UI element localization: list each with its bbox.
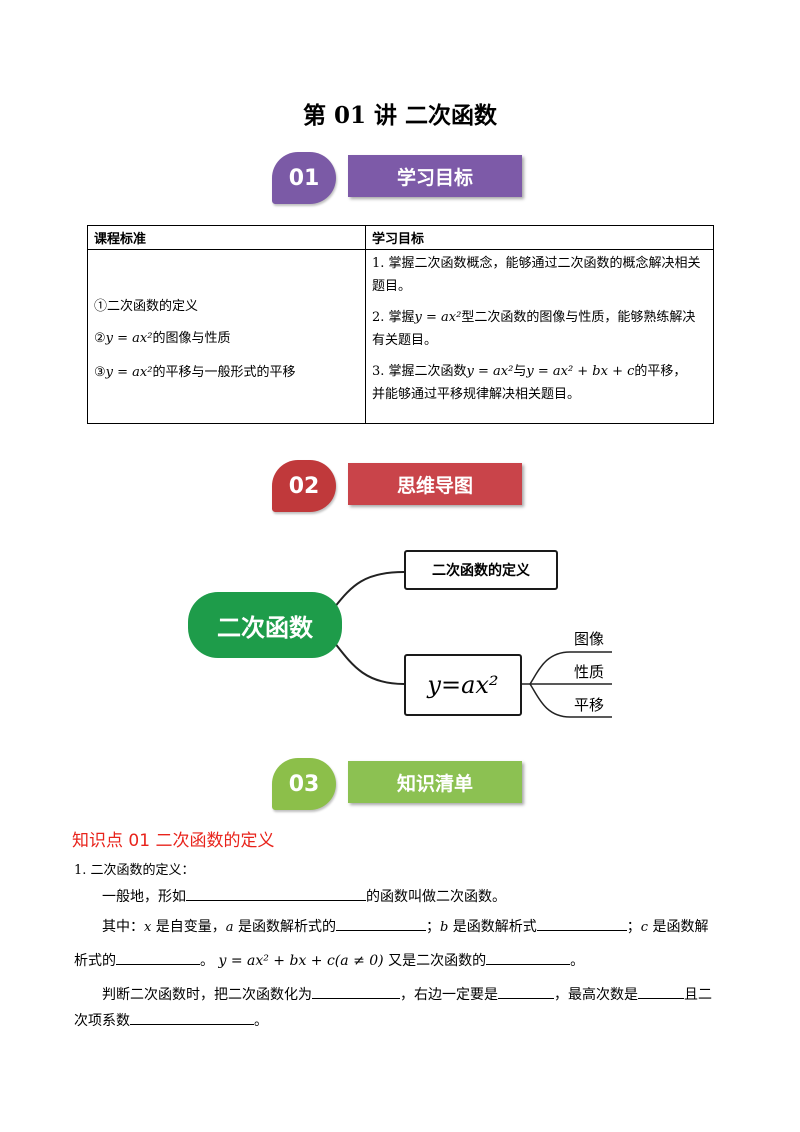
section-number: 03	[272, 758, 336, 810]
mindmap-branch-ax2: y=ax²	[404, 654, 522, 716]
knowledge-heading: 知识点 01 二次函数的定义	[72, 831, 275, 851]
table-row: ①二次函数的定义 ②y = ax²的图像与性质 ③y = ax²的平移与一般形式…	[87, 249, 714, 424]
section-label: 学习目标	[348, 155, 522, 197]
p2-sep-2: ；	[626, 919, 641, 935]
goal-3-and: 与	[513, 364, 527, 379]
paragraph-3: 析式的 。 y = ax² + bx + c(a ≠ 0) 又是二次函数的 。	[74, 950, 584, 972]
p2-text-4: 是函数解	[652, 919, 709, 935]
equation-general-condition: y = ax² + bx + c(a ≠ 0)	[218, 953, 384, 969]
mindmap-center: 二次函数	[188, 592, 342, 658]
standard-item-3-index: ③	[94, 364, 106, 380]
equation-ax2: y = ax²	[466, 364, 514, 379]
p2-lead: 其中：	[102, 919, 144, 935]
standard-item-2-text: 的图像与性质	[152, 330, 231, 346]
equation-ax2: y = ax²	[105, 364, 153, 380]
col-header-goals: 学习目标	[365, 225, 714, 250]
fill-blank	[486, 950, 571, 965]
paragraph-5: 次项系数 。	[74, 1010, 268, 1032]
p2-text-1: 是自变量，	[155, 919, 226, 935]
fill-blank	[186, 886, 366, 901]
section-header-goals: 01 学习目标	[270, 150, 530, 206]
goal-2: 2. 掌握y = ax²型二次函数的图像与性质，能够熟练解决有关题目。	[372, 306, 707, 352]
page-title: 第 01 讲 二次函数	[302, 102, 498, 129]
mindmap-leaf-property: 性质	[574, 663, 605, 681]
var-a: a	[225, 920, 234, 935]
fill-blank	[638, 984, 684, 999]
p2-text-2: 是函数解析式的	[238, 919, 337, 935]
standard-item-1: ①二次函数的定义	[94, 298, 199, 314]
col-header-standard: 课程标准	[87, 225, 366, 250]
var-b: b	[440, 920, 449, 935]
p4-text-1: ，右边一定要是	[400, 987, 498, 1003]
p4-lead: 判断二次函数时，把二次函数化为	[102, 987, 312, 1003]
equation-general: y = ax² + bx + c	[526, 364, 635, 379]
p3-end: 。	[570, 953, 585, 969]
goal-2-lead: 2. 掌握	[372, 310, 415, 325]
p3-period: 。	[200, 953, 214, 969]
goals-cell: 1. 掌握二次函数概念，能够通过二次函数的概念解决相关题目。 2. 掌握y = …	[365, 249, 714, 424]
p4-text-2: ，最高次数是	[554, 987, 638, 1003]
standard-item-3: ③y = ax²的平移与一般形式的平移	[94, 364, 359, 382]
standards-cell: ①二次函数的定义 ②y = ax²的图像与性质 ③y = ax²的平移与一般形式…	[87, 249, 366, 424]
goal-3-text: 并能够通过平移规律解决相关题目。	[372, 387, 581, 402]
goals-table: 课程标准 学习目标 ①二次函数的定义 ②y = ax²的图像与性质 ③y = a…	[87, 225, 714, 424]
p4-text-3: 且二	[684, 987, 712, 1003]
p5-end: 。	[254, 1013, 268, 1029]
section-header-mindmap: 02 思维导图	[270, 458, 530, 514]
fill-blank	[536, 916, 627, 931]
mindmap-branch-definition: 二次函数的定义	[404, 550, 558, 590]
paragraph-4: 判断二次函数时，把二次函数化为 ，右边一定要是 ，最高次数是 且二	[102, 984, 712, 1006]
var-x: x	[144, 920, 152, 935]
p3-text: 又是二次函数的	[388, 953, 487, 969]
goal-1: 1. 掌握二次函数概念，能够通过二次函数的概念解决相关题目。	[372, 256, 701, 294]
section-number: 02	[272, 460, 336, 512]
equation-ax2: y = ax²	[105, 330, 153, 346]
p2-text-3: 是函数解析式	[452, 919, 537, 935]
equation-ax2: y = ax²	[414, 310, 462, 325]
goal-3-tail: 的平移，	[634, 364, 687, 379]
table-header-row: 课程标准 学习目标	[87, 225, 714, 250]
mindmap-leaf-graph: 图像	[574, 630, 605, 648]
fill-blank	[498, 984, 554, 999]
section-number: 01	[272, 152, 336, 204]
goal-3: 3. 掌握二次函数y = ax²与y = ax² + bx + c的平移， 并能…	[372, 360, 707, 406]
fill-blank	[336, 916, 427, 931]
section-header-knowledge: 03 知识清单	[270, 756, 530, 812]
p3-lead: 析式的	[74, 953, 116, 969]
fill-blank	[130, 1010, 254, 1025]
p2-sep-1: ；	[426, 919, 441, 935]
p1-tail: 的函数叫做二次函数。	[366, 889, 506, 905]
mindmap-leaf-translation: 平移	[574, 696, 605, 714]
p5-lead: 次项系数	[74, 1013, 130, 1029]
section-label: 知识清单	[348, 761, 522, 803]
paragraph-2: 其中：x 是自变量，a 是函数解析式的；b 是函数解析式；c 是函数解	[102, 916, 709, 939]
definition-item: 1. 二次函数的定义：	[74, 863, 195, 878]
standard-item-2-index: ②	[94, 330, 106, 346]
section-label: 思维导图	[348, 463, 522, 505]
fill-blank	[312, 984, 400, 999]
p1-lead: 一般地，形如	[102, 889, 186, 905]
standard-item-3-text: 的平移与一般形式的平移	[152, 364, 296, 380]
paragraph-1: 一般地，形如 的函数叫做二次函数。	[102, 886, 506, 908]
var-c: c	[640, 920, 649, 935]
goal-2-text: 型二次函数的图像与性质，能够熟练解决有关题目。	[372, 310, 696, 348]
standard-item-2: ②y = ax²的图像与性质	[94, 330, 359, 348]
fill-blank	[116, 950, 200, 965]
goal-3-lead: 3. 掌握二次函数	[372, 364, 467, 379]
